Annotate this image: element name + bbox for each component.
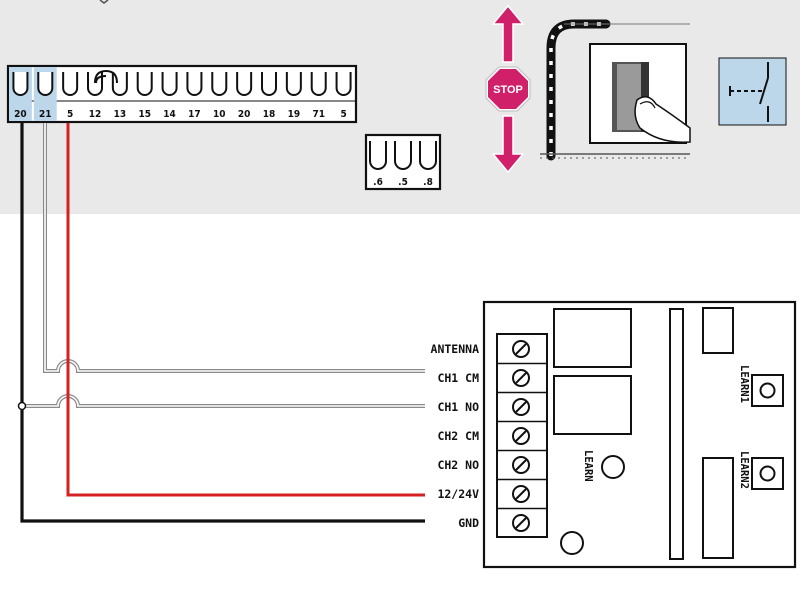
wire-label: GND [458, 516, 479, 530]
terminal-label: 17 [188, 109, 201, 120]
wire-label: CH2 NO [437, 458, 479, 472]
screw-terminal [497, 420, 547, 445]
junction-dot [17, 401, 27, 411]
terminal-label: 13 [114, 109, 127, 120]
terminal-label: 15 [138, 109, 151, 120]
small-terminal-label: .6 [373, 177, 383, 188]
wires [17, 123, 425, 523]
terminal-19: 19 [284, 70, 303, 120]
terminal-18: 18 [260, 70, 278, 120]
switch-symbol-box [718, 57, 787, 126]
terminal-label: 20 [14, 109, 27, 120]
stop-indicator: STOP [485, 4, 531, 174]
learn2-button[interactable] [751, 457, 784, 490]
learn1-label: LEARN1 [738, 365, 750, 403]
terminal-label: 14 [163, 109, 176, 120]
terminal-label: 20 [238, 109, 251, 120]
learn-led [601, 455, 625, 479]
arrow-up-icon [491, 4, 525, 63]
screw-terminal [497, 507, 547, 532]
terminal-label: 10 [213, 109, 226, 120]
screw-terminal [497, 391, 547, 416]
learn1-button[interactable] [751, 374, 784, 407]
wire-label: CH1 NO [437, 400, 479, 414]
safety-edge-icon [540, 19, 690, 161]
wire-ch1-no [22, 394, 425, 408]
relay-1 [553, 308, 632, 368]
terminal-label: 71 [312, 109, 325, 120]
terminal-5: 5 [334, 70, 353, 120]
jumper-12-13 [94, 69, 118, 84]
terminal-20: 20 [235, 70, 254, 120]
small-terminal-label: .8 [423, 177, 433, 188]
small-terminal: .8 [418, 139, 438, 188]
terminal-15: 15 [135, 70, 154, 120]
screw-terminal [497, 449, 547, 474]
small-terminal: .6 [368, 139, 388, 188]
wire-labels: ANTENNA CH1 CM CH1 NO CH2 CM CH2 NO 12/24V GND [431, 342, 480, 530]
terminal-label: 5 [67, 109, 73, 120]
board-led [560, 531, 584, 555]
terminal-label: 12 [89, 109, 102, 120]
terminal-label: 5 [340, 109, 346, 120]
wire-label: CH1 CM [437, 371, 479, 385]
push-button-icon [589, 43, 691, 144]
screw-terminal-strip [496, 333, 548, 538]
small-terminal-label: .5 [398, 177, 408, 188]
screw-terminal [497, 478, 547, 503]
terminal-label: 19 [288, 109, 301, 120]
terminal-5: 5 [61, 70, 80, 120]
wire-label: ANTENNA [431, 342, 480, 356]
receiver-board: LEARN LEARN1 LEARN2 [482, 300, 797, 569]
learn2-label: LEARN2 [738, 451, 750, 489]
terminal-10: 10 [210, 70, 229, 120]
board-chip [702, 307, 734, 354]
small-terminal: .5 [393, 139, 413, 188]
terminal-71: 71 [309, 70, 328, 120]
main-terminal-block: 20 21 5 12 13 15 14 17 10 20 18 19 71 5 [6, 64, 358, 124]
small-terminal-block: .6 .5 .8 [364, 133, 442, 191]
stop-sign-icon [488, 69, 528, 109]
arrow-down-icon [491, 115, 525, 174]
stop-label: STOP [493, 84, 523, 96]
board-capacitor [702, 457, 734, 559]
terminal-21: 21 [33, 67, 57, 121]
terminal-20: 20 [9, 67, 32, 121]
wire-gnd [20, 123, 425, 523]
terminal-label: 21 [39, 109, 52, 120]
terminal-17: 17 [185, 70, 204, 120]
screw-terminal [497, 362, 547, 387]
wire-12-24v [66, 123, 425, 497]
top-edge-mark [99, 0, 109, 4]
board-slot [669, 308, 684, 560]
finger-icon [634, 96, 691, 143]
wire-label: 12/24V [437, 487, 479, 501]
relay-2 [553, 375, 632, 435]
screw-terminal [512, 340, 530, 358]
learn-label: LEARN [582, 450, 594, 482]
terminal-14: 14 [160, 70, 179, 120]
terminal-label: 18 [263, 109, 276, 120]
wire-label: CH2 CM [437, 429, 479, 443]
